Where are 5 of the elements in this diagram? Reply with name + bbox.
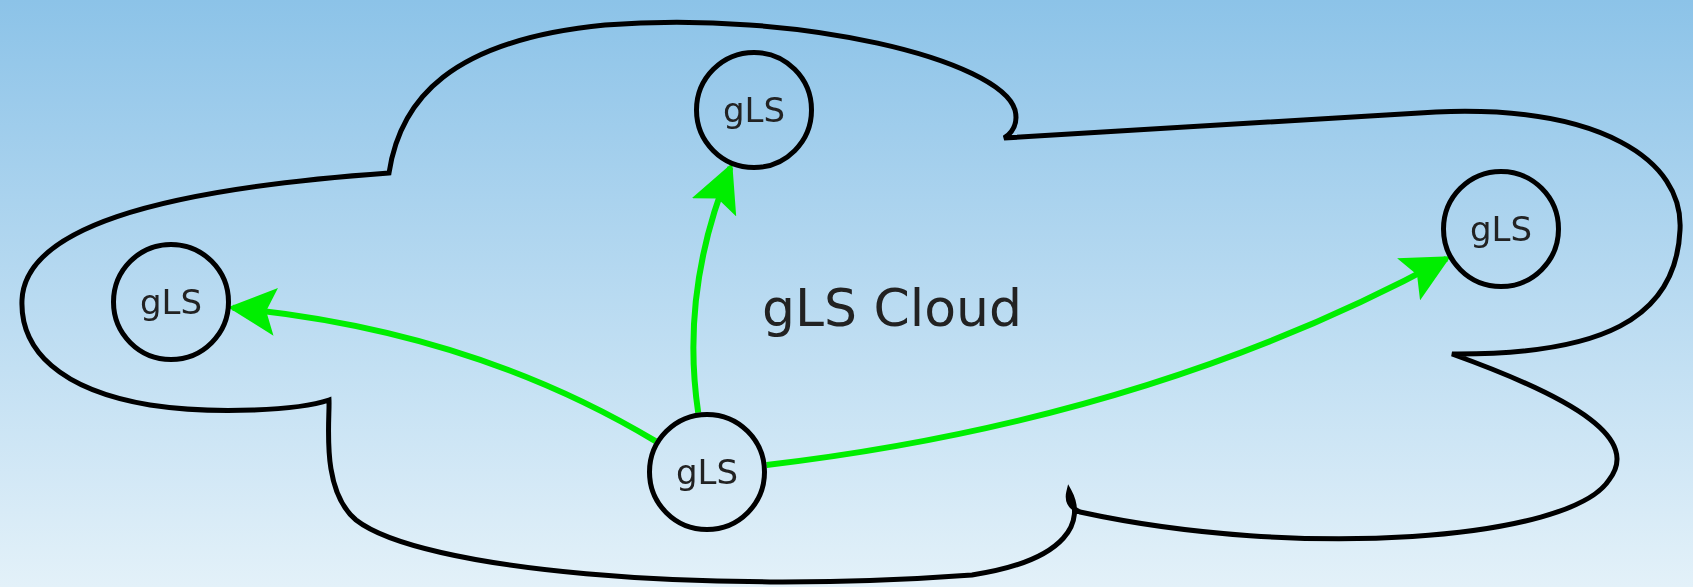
node-label: gLS <box>675 455 739 489</box>
node-label: gLS <box>1469 212 1533 246</box>
node-label: gLS <box>139 285 203 319</box>
arrow <box>766 255 1451 468</box>
node-label: gLS <box>722 93 786 127</box>
